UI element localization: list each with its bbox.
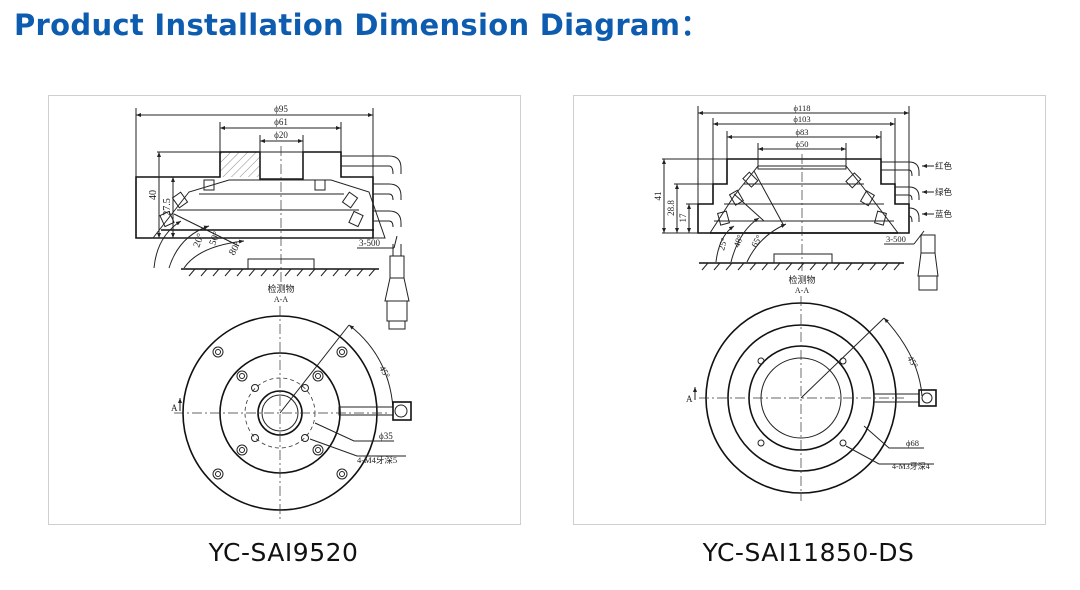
angle-label-2: 50° <box>207 230 222 247</box>
dim-diameter-2: ϕ103 <box>793 114 810 124</box>
thread-label: 4-M4牙深5 <box>357 455 397 465</box>
thread-label: 4-M3牙深4 <box>892 462 930 471</box>
section-label: A-A <box>274 295 288 304</box>
ground-and-object: 检测物 A-A <box>699 253 904 295</box>
dim-height-2: 28.8 <box>666 200 676 216</box>
dim-bore-diameter: ϕ20 <box>274 130 288 140</box>
angle-label-1: 25° <box>716 236 729 251</box>
bottom-angle-label: 45° <box>905 354 920 370</box>
page-title: Product Installation Dimension Diagram： <box>14 8 710 42</box>
bottom-view: 45° ϕ68 4-M3牙深4 A <box>686 296 937 501</box>
model-caption-right: YC-SAI11850-DS <box>702 538 915 567</box>
ground-and-object: 检测物 A-A <box>181 258 379 304</box>
angle-label-2: 48° <box>731 233 745 249</box>
height-dimensions: 41 28.8 17 <box>653 158 727 234</box>
bolt-circle-label: ϕ35 <box>379 431 393 441</box>
angle-annotations: 20° 50° 80° <box>153 213 245 269</box>
angle-label-3: 80° <box>227 240 244 258</box>
height-dimensions: 40 27.5 <box>148 151 220 238</box>
diameter-dimensions: ϕ118 ϕ103 ϕ83 ϕ50 <box>697 103 910 233</box>
bottom-angle-label: 45° <box>377 364 392 380</box>
dim-height-lower: 27.5 <box>162 198 173 216</box>
wire-color-2: 绿色 <box>935 187 953 197</box>
section-mark: A <box>686 394 693 404</box>
dim-diameter-4: ϕ50 <box>796 139 809 149</box>
bottom-view: 45° ϕ35 4-M4牙深5 A <box>171 306 412 520</box>
diagram-panel-right: ϕ118 ϕ103 ϕ83 ϕ50 41 28.8 17 25° 48° 65° <box>573 95 1046 525</box>
angle-label-3: 65° <box>749 233 764 249</box>
section-label: A-A <box>795 286 809 295</box>
section-mark: A <box>171 403 178 413</box>
cross-section-body <box>135 146 386 286</box>
dim-diameter-1: ϕ118 <box>794 103 811 113</box>
model-caption-left: YC-SAI9520 <box>208 538 359 567</box>
object-label: 检测物 <box>267 283 294 294</box>
dim-height-3: 17 <box>678 213 688 223</box>
dim-diameter-3: ϕ83 <box>796 127 809 137</box>
object-label: 检测物 <box>788 274 815 285</box>
drawing-yc-sai9520: ϕ95 ϕ61 ϕ20 40 27.5 20° 50° 80° 检测物 <box>135 104 412 520</box>
cross-section-body <box>697 154 910 271</box>
dim-height-total: 40 <box>148 190 159 200</box>
wire-color-1: 红色 <box>935 161 953 171</box>
dim-height-1: 41 <box>653 192 663 201</box>
wire-color-3: 蓝色 <box>935 209 953 219</box>
angle-label-1: 20° <box>191 232 206 249</box>
cable-length-label: 3-500 <box>359 238 380 248</box>
cable-assembly: 红色 绿色 蓝色 3-500 <box>881 161 953 291</box>
bolt-circle-label: ϕ68 <box>906 438 919 448</box>
diagram-panel-left: ϕ95 ϕ61 ϕ20 40 27.5 20° 50° 80° 检测物 <box>48 95 521 525</box>
dim-outer-diameter: ϕ95 <box>274 104 288 114</box>
cable-length-label: 3-500 <box>886 234 906 244</box>
drawing-yc-sai11850-ds: ϕ118 ϕ103 ϕ83 ϕ50 41 28.8 17 25° 48° 65° <box>653 103 953 501</box>
cable-assembly: 3-500 <box>341 155 410 330</box>
dim-mid-diameter: ϕ61 <box>274 117 288 127</box>
